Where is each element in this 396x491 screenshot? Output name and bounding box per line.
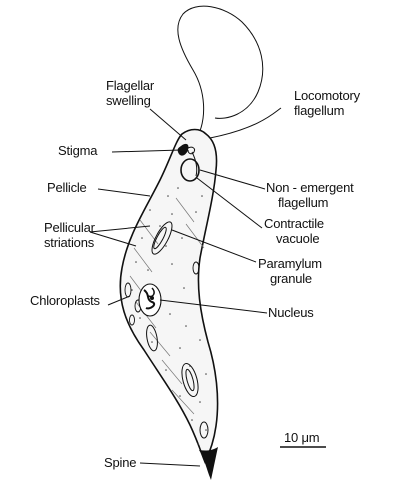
label-nucleus: Nucleus bbox=[268, 305, 314, 320]
label-paramylum-granule: Paramylum granule bbox=[258, 256, 325, 286]
label-spine: Spine bbox=[104, 455, 136, 470]
label-locomotory-flagellum: Locomotory flagellum bbox=[294, 88, 363, 118]
svg-text:10 μm: 10 μm bbox=[284, 430, 319, 445]
nucleus bbox=[139, 284, 161, 316]
label-contractile-vacuole: Contractile vacuole bbox=[264, 216, 327, 246]
locomotory-flagellum bbox=[178, 6, 263, 140]
spine bbox=[199, 447, 218, 480]
label-non-emergent-flagellum: Non - emergent flagellum bbox=[266, 180, 357, 210]
label-pellicular-striations: Pellicular striations bbox=[44, 220, 98, 250]
label-pellicle: Pellicle bbox=[47, 180, 87, 195]
cell-body bbox=[120, 130, 217, 463]
label-stigma: Stigma bbox=[58, 143, 98, 158]
scale-bar: 10 μm bbox=[280, 430, 326, 447]
label-chloroplasts: Chloroplasts bbox=[30, 293, 101, 308]
label-flagellar-swelling: Flagellar swelling bbox=[106, 78, 157, 108]
